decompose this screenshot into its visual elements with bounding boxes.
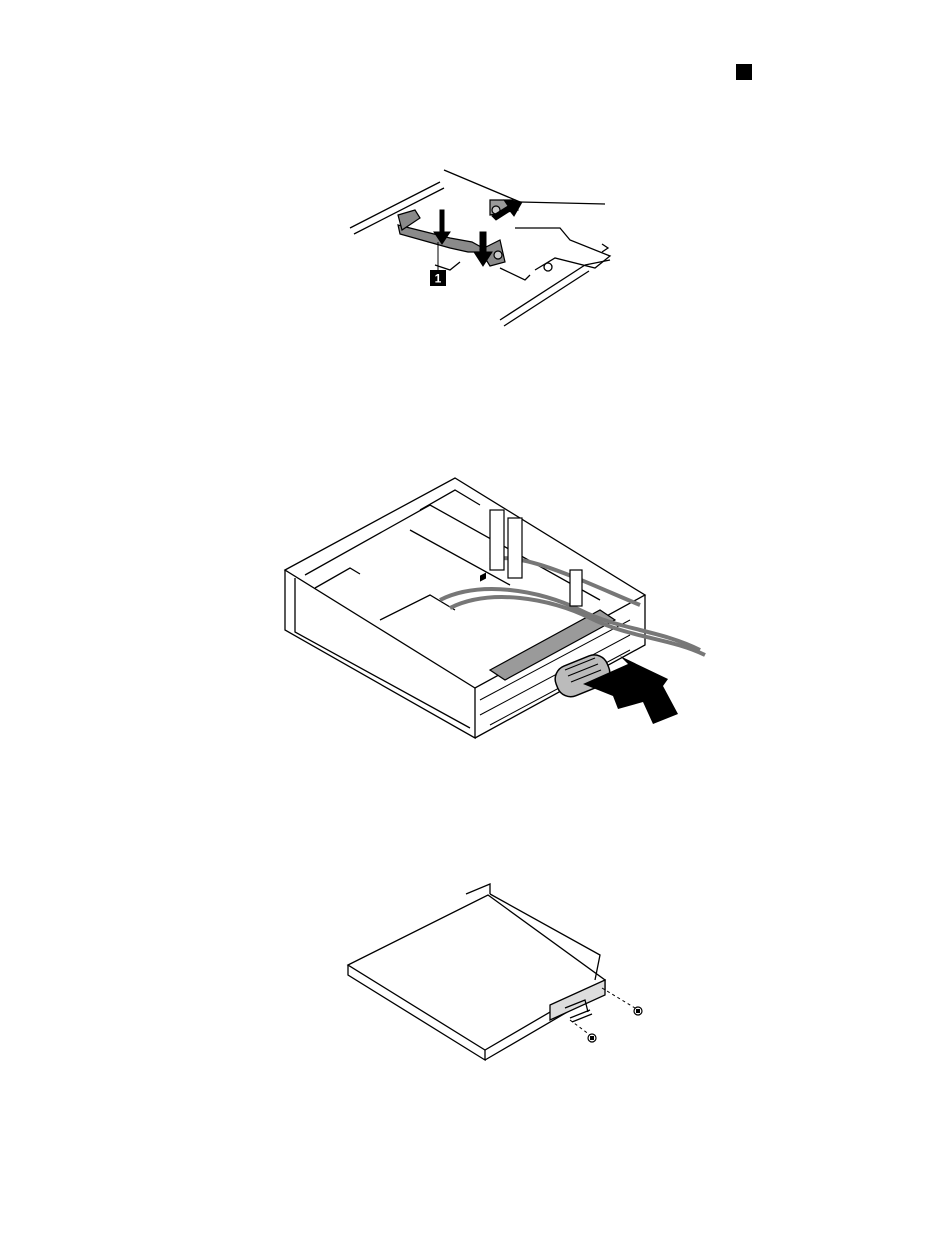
figure-optical-drive-screws: [340, 880, 650, 1065]
figure-bracket-latch: 1: [340, 170, 640, 330]
callout-1: 1: [430, 242, 446, 286]
chassis-illustration: [280, 470, 720, 745]
bracket-latch-illustration: 1: [340, 170, 640, 330]
optical-drive-illustration: [340, 880, 650, 1065]
figure-chassis-drive-bay: [280, 470, 720, 745]
section-marker: [736, 64, 752, 80]
callout-label: 1: [435, 272, 442, 286]
